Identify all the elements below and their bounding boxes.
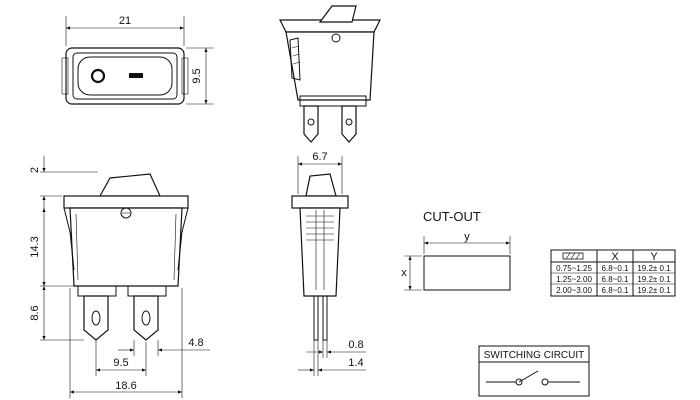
- front-elevation: 2 14.3 8.6 4.8 9.5 18.6: [29, 156, 210, 398]
- cutout-title: CUT-OUT: [423, 209, 481, 224]
- table-row-3-thickness: 2.00~3.00: [556, 286, 592, 295]
- cutout-table: X Y 0.75~1.25 6.8~0.1 19.2± 0.1 1.25~2.0…: [550, 249, 676, 297]
- switching-circuit-title: SWITCHING CIRCUIT: [484, 350, 585, 361]
- table-row-1-y: 19.2± 0.1: [637, 264, 671, 273]
- table-row-2-thickness: 1.25~2.00: [556, 275, 592, 284]
- dim-cap-height: 2: [29, 167, 41, 173]
- side-view: 6.7 0.8 1.4: [291, 151, 366, 376]
- switching-circuit: SWITCHING CIRCUIT: [478, 345, 590, 397]
- table-row-1-x: 6.8~0.1: [602, 264, 629, 273]
- table-header-y: Y: [650, 251, 658, 263]
- table-row-1-thickness: 0.75~1.25: [556, 264, 592, 273]
- dim-body-height: 14.3: [29, 236, 41, 257]
- dim-overall-width: 18.6: [115, 380, 136, 392]
- cutout-section: CUT-OUT y x: [401, 209, 511, 291]
- table-header-x: X: [611, 251, 619, 263]
- table-row-2-y: 19.2± 0.1: [637, 275, 671, 284]
- dim-terminal-spacing: 9.5: [113, 357, 128, 369]
- dim-pin-thickness: 0.8: [348, 339, 363, 351]
- cutout-y-label: y: [464, 231, 470, 243]
- dim-top-width: 21: [119, 15, 131, 27]
- table-row-2-x: 6.8~0.1: [602, 275, 629, 284]
- power-on-symbol-icon: [129, 73, 143, 78]
- cutout-x-label: x: [401, 267, 407, 279]
- dim-top-height: 9.5: [191, 68, 203, 83]
- switch-symbol-icon: [486, 370, 580, 386]
- isometric-view: [279, 5, 381, 143]
- dim-pin-spacing: 1.4: [348, 357, 363, 369]
- dim-terminal-height: 8.6: [29, 305, 41, 320]
- table-row-3-y: 19.2± 0.1: [637, 286, 671, 295]
- power-off-symbol-icon: [90, 68, 106, 84]
- dim-terminal-width: 4.8: [188, 337, 203, 349]
- table-row-3-x: 6.8~0.1: [602, 286, 629, 295]
- dim-side-width: 6.7: [312, 151, 327, 163]
- panel-thickness-icon: [562, 252, 584, 260]
- top-view: 21 9.5: [61, 15, 214, 105]
